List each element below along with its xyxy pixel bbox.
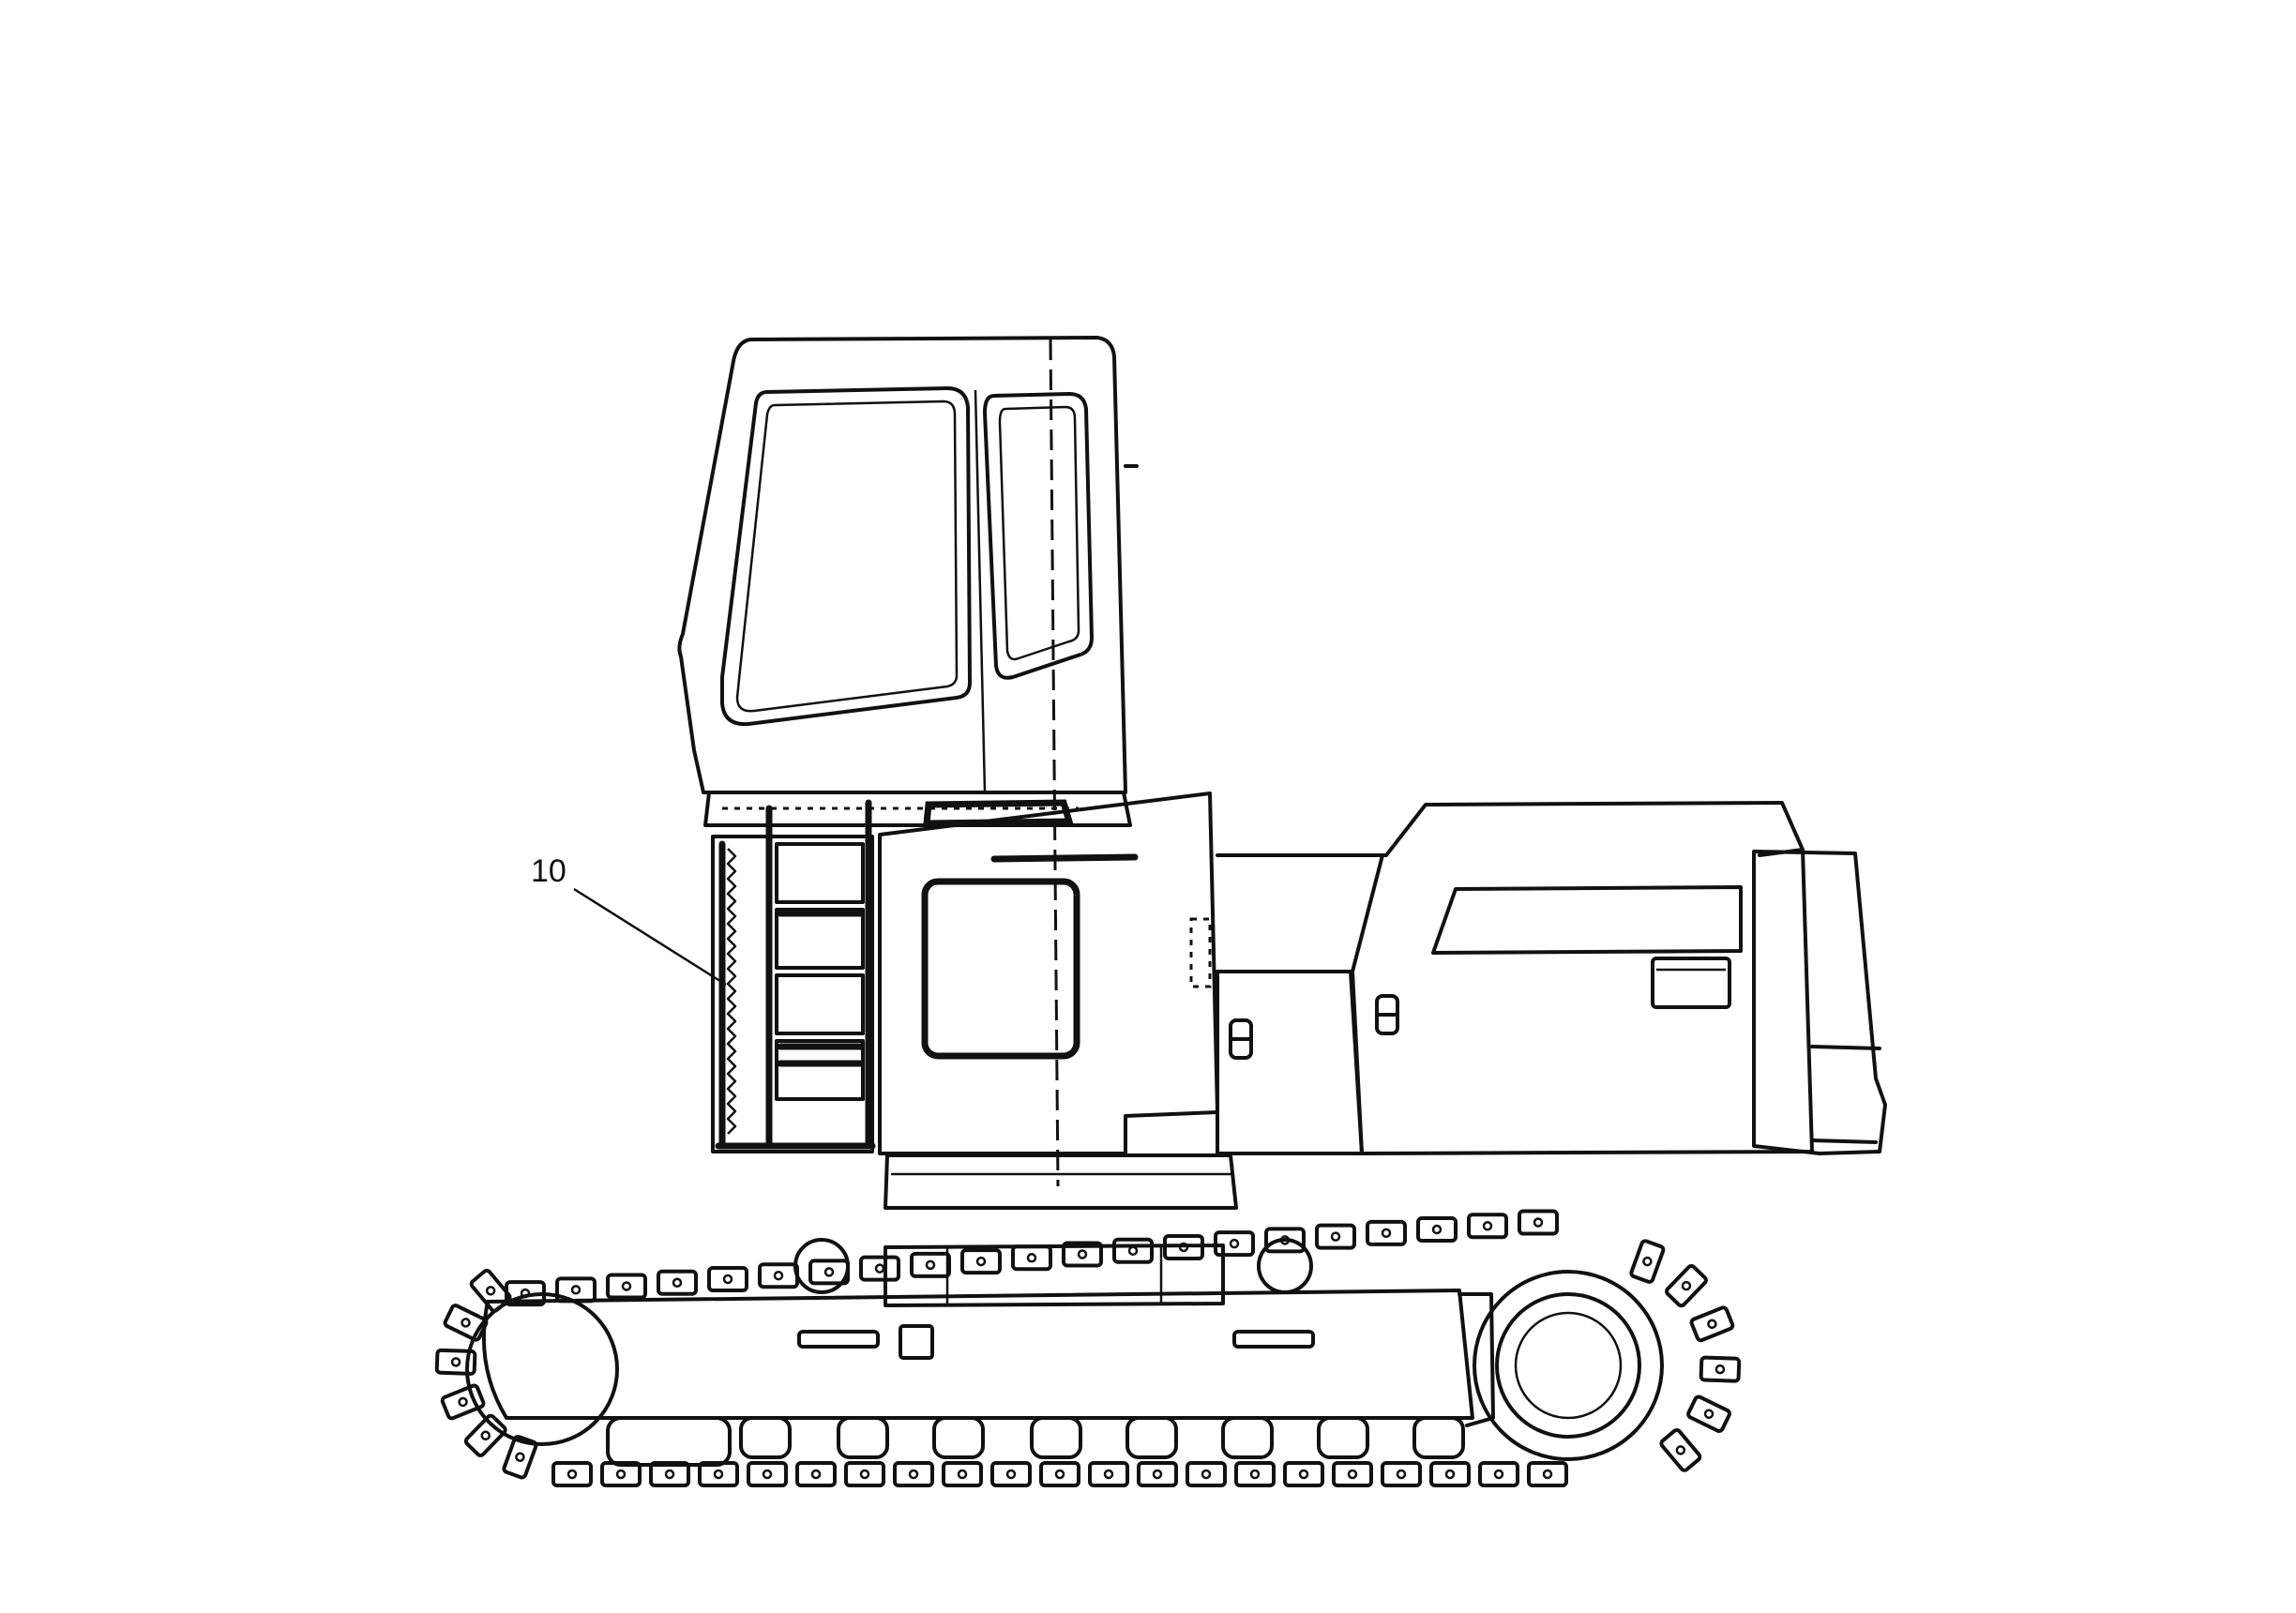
track-link <box>555 1276 597 1304</box>
track-link <box>1429 1461 1471 1487</box>
track-link <box>758 1262 799 1289</box>
track-link <box>1234 1461 1276 1487</box>
track-link <box>1686 1394 1731 1433</box>
track-link <box>1689 1305 1735 1343</box>
hood-panel <box>1651 957 1731 1009</box>
track-link <box>1315 1223 1356 1250</box>
track-link <box>1699 1355 1742 1383</box>
center-body <box>878 791 1253 1155</box>
track-link <box>551 1461 593 1487</box>
track-link <box>1264 1227 1306 1254</box>
front-idler <box>465 1292 619 1446</box>
track-link <box>859 1255 900 1282</box>
track-link <box>808 1259 850 1286</box>
carrier-roller <box>1257 1238 1313 1294</box>
engine-hood <box>1216 801 1887 1155</box>
track-link <box>463 1413 507 1457</box>
track-link <box>1467 1213 1508 1240</box>
upper-structure <box>711 799 876 1153</box>
track-link <box>1366 1219 1407 1246</box>
track-link <box>1163 1233 1204 1260</box>
track-link <box>1137 1461 1178 1487</box>
track-link <box>1518 1209 1559 1236</box>
track-link <box>893 1461 934 1487</box>
track-link <box>1039 1461 1080 1487</box>
step-ladder <box>775 842 865 1101</box>
counterweight <box>1752 850 1887 1155</box>
drive-sprocket <box>1458 1270 1664 1461</box>
track-link <box>1112 1237 1154 1264</box>
track-link <box>942 1461 983 1487</box>
track-link <box>1478 1461 1519 1487</box>
undercarriage <box>434 1209 1742 1487</box>
track-link <box>1332 1461 1373 1487</box>
cab-side-window <box>983 392 1094 680</box>
track-link <box>469 1268 512 1313</box>
track-link <box>502 1434 538 1480</box>
track-link <box>1088 1461 1129 1487</box>
track-link <box>1011 1244 1052 1272</box>
callout-label: 10 <box>531 853 566 889</box>
callout-leader-line <box>573 887 727 987</box>
track-link <box>990 1461 1032 1487</box>
engine-grille <box>1431 885 1743 955</box>
track-link <box>707 1265 748 1292</box>
track-link <box>747 1461 788 1487</box>
track-link <box>844 1461 885 1487</box>
track-link <box>600 1461 642 1487</box>
track-chain <box>434 1209 1742 1487</box>
track-link <box>440 1383 486 1421</box>
track-link <box>1527 1461 1568 1487</box>
track-link <box>1659 1427 1702 1472</box>
track-link <box>1665 1264 1708 1308</box>
track-link <box>657 1269 698 1296</box>
swing-bearing <box>884 1153 1238 1210</box>
track-link <box>1381 1461 1422 1487</box>
callout-10: 10 <box>531 853 727 987</box>
track-link <box>1629 1239 1666 1284</box>
track-link <box>434 1348 477 1376</box>
track-link <box>649 1461 690 1487</box>
track-link <box>1416 1216 1458 1244</box>
access-hatch <box>921 878 1080 1060</box>
track-link <box>606 1273 647 1300</box>
track-link <box>1283 1461 1324 1487</box>
track-link <box>910 1251 951 1278</box>
track-link <box>698 1461 739 1487</box>
track-link <box>443 1304 489 1342</box>
operator-cab <box>677 336 1139 1187</box>
track-link <box>1214 1230 1255 1258</box>
cab-front-window <box>720 386 972 727</box>
track-rollers <box>606 1416 1465 1467</box>
track-link <box>1062 1241 1103 1268</box>
track-link <box>1186 1461 1227 1487</box>
track-link <box>795 1461 837 1487</box>
track-link <box>960 1248 1002 1275</box>
